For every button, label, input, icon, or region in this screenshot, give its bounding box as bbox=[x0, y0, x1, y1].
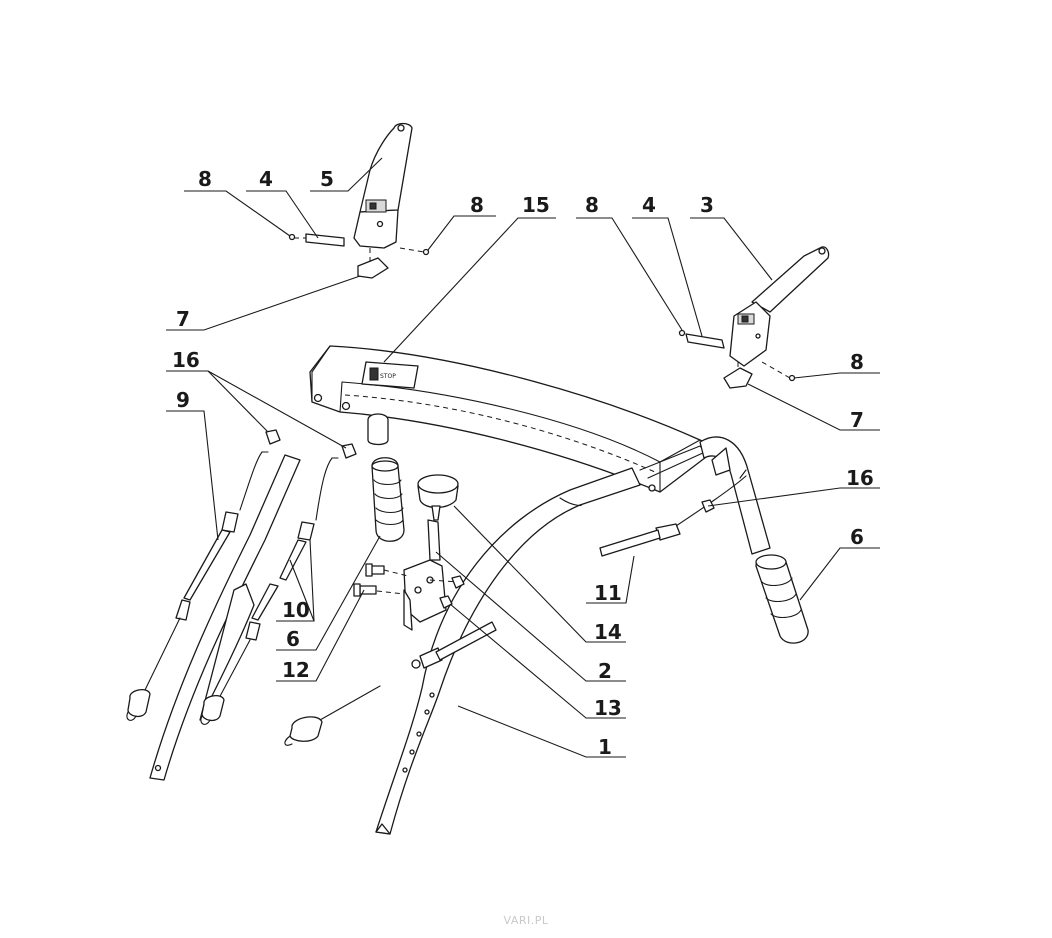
lower-handle-left bbox=[149, 454, 301, 781]
clamp-7-left bbox=[357, 248, 389, 279]
callout-label: 4 bbox=[259, 167, 273, 191]
lower-handle-right bbox=[375, 467, 641, 835]
pin-4-right bbox=[678, 329, 796, 382]
handle-5 bbox=[353, 122, 413, 249]
cable-10 bbox=[200, 457, 339, 725]
callout-labels: 8 4 5 8 15 8 4 3 7 8 16 9 7 16 6 11 10 6… bbox=[172, 167, 874, 759]
callout-label: 10 bbox=[282, 598, 310, 622]
watermark: VARI.PL bbox=[503, 914, 549, 927]
callout-label: 3 bbox=[700, 193, 714, 217]
spring bbox=[284, 685, 381, 746]
clamp-7-right bbox=[723, 362, 753, 389]
pin-4-left bbox=[288, 233, 430, 256]
svg-text:STOP: STOP bbox=[380, 373, 396, 380]
bolts-12 bbox=[353, 563, 385, 597]
callout-leaders bbox=[166, 157, 880, 758]
nuts-16 bbox=[265, 429, 715, 513]
callout-label: 4 bbox=[642, 193, 656, 217]
callout-label: 16 bbox=[846, 466, 874, 490]
callout-label: 14 bbox=[594, 620, 622, 644]
callout-label: 13 bbox=[594, 696, 622, 720]
callout-label: 12 bbox=[282, 658, 310, 682]
handle-3 bbox=[729, 246, 830, 367]
callout-label: 7 bbox=[176, 307, 190, 331]
callout-label: 7 bbox=[850, 408, 864, 432]
grip-left-6 bbox=[367, 413, 405, 542]
callout-label: 8 bbox=[585, 193, 599, 217]
callout-label: 16 bbox=[172, 348, 200, 372]
callout-label: 2 bbox=[598, 659, 612, 683]
knob-14 bbox=[417, 474, 459, 521]
callout-label: 11 bbox=[594, 581, 622, 605]
callout-label: 6 bbox=[286, 627, 300, 651]
cable-11 bbox=[599, 469, 747, 557]
handle-right-upright bbox=[699, 436, 771, 555]
callout-label: 8 bbox=[850, 350, 864, 374]
nuts-13 bbox=[439, 575, 465, 609]
callout-label: 1 bbox=[598, 735, 612, 759]
callout-label: 8 bbox=[470, 193, 484, 217]
decal-15: STOP bbox=[361, 361, 419, 389]
callout-label: 9 bbox=[176, 388, 190, 412]
cable-9 bbox=[126, 451, 269, 721]
grip-right-6 bbox=[755, 554, 809, 644]
callout-label: 6 bbox=[850, 525, 864, 549]
callout-label: 5 bbox=[320, 167, 334, 191]
callout-label: 8 bbox=[198, 167, 212, 191]
cable-end bbox=[411, 621, 497, 669]
callout-label: 15 bbox=[522, 193, 550, 217]
lever-2 bbox=[367, 519, 459, 631]
